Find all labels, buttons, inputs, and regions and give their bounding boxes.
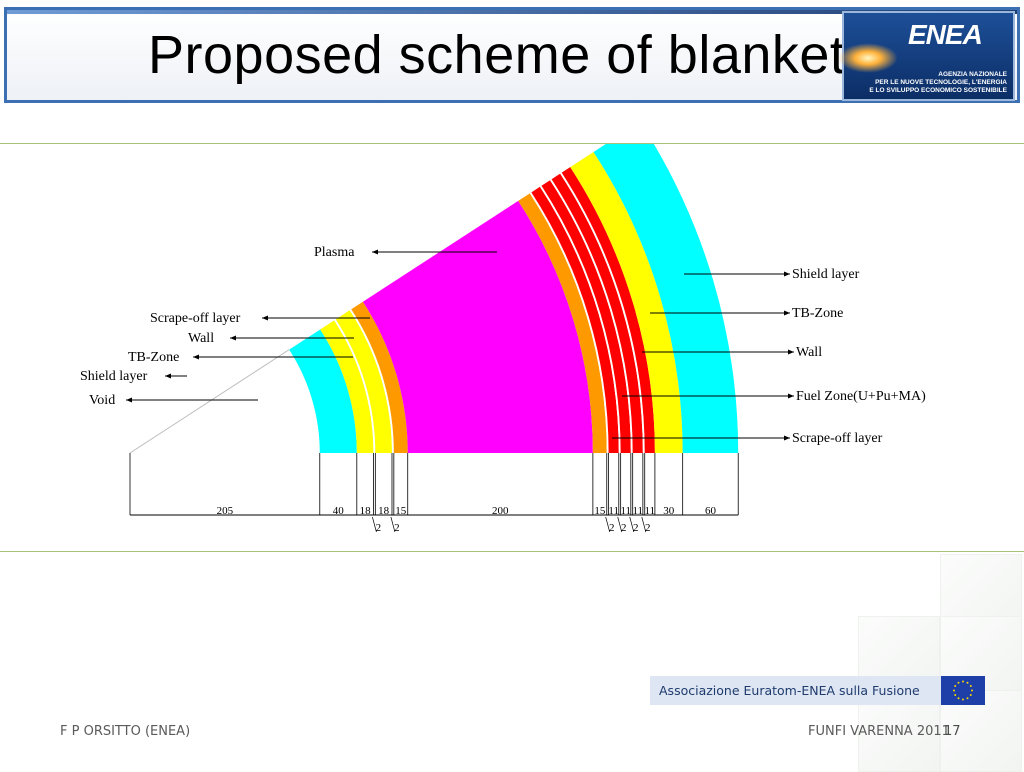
dimension-label: 60: [705, 505, 717, 517]
star-icon: [954, 685, 957, 687]
arrowhead-icon: [165, 373, 171, 379]
layer-fuel-1: [531, 186, 619, 453]
star-icon: [957, 681, 960, 684]
dimension-label: 18: [360, 505, 372, 517]
association-banner: Associazione Euratom-ENEA sulla Fusione: [650, 676, 985, 705]
callout-label: Scrape-off layer: [150, 311, 241, 326]
star-icon: [969, 694, 972, 696]
star-icon: [966, 681, 969, 684]
star-icon: [954, 694, 957, 696]
arrowhead-icon: [784, 435, 790, 441]
callout-label: Plasma: [314, 245, 355, 260]
title-accent-strip: [7, 10, 1017, 14]
arrowhead-icon: [372, 249, 378, 255]
star-icon: [971, 689, 973, 692]
dimension-label: 11: [645, 505, 656, 517]
dimension-label: 15: [395, 505, 407, 517]
logo-flare-icon: [838, 43, 898, 73]
wall-leader: [372, 516, 377, 533]
wall-leader: [605, 516, 611, 533]
enea-logo: ENEA AGENZIA NAZIONALE PER LE NUOVE TECN…: [838, 11, 1015, 101]
wall-leader: [617, 516, 623, 533]
bottom-divider: [0, 551, 1024, 552]
layer-scrape-off-outer: [518, 193, 607, 453]
eu-flag-icon: [941, 676, 985, 705]
dimension-label: 40: [333, 505, 345, 517]
page-number: 17: [944, 724, 961, 739]
logo-agency-line1: AGENZIA NAZIONALE: [938, 71, 1007, 78]
star-icon: [962, 680, 964, 683]
layer-shield-outer: [593, 144, 739, 453]
layer-scrape-off-inner: [351, 301, 408, 453]
star-icon: [969, 685, 972, 687]
layer-shield-inner: [289, 329, 357, 453]
callout-label: TB-Zone: [128, 350, 179, 365]
star-icon: [962, 698, 964, 701]
dimension-label: 11: [608, 505, 619, 517]
logo-agency-line2: PER LE NUOVE TECNOLOGIE, L'ENERGIA: [875, 79, 1007, 86]
layer-tb-zone-inner: [320, 320, 374, 453]
logo-agency-line3: E LO SVILUPPO ECONOMICO SOSTENIBILE: [869, 87, 1007, 94]
callout-label: TB-Zone: [792, 306, 843, 321]
arrowhead-icon: [262, 315, 268, 321]
arrowhead-icon: [784, 271, 790, 277]
dimension-label: 11: [632, 505, 643, 517]
arrowhead-icon: [784, 310, 790, 316]
callout-label: Fuel Zone(U+Pu+MA): [796, 389, 926, 404]
dimension-label: 30: [663, 505, 675, 517]
footer-event: FUNFI VARENNA 2011: [808, 724, 950, 739]
callout-label: Scrape-off layer: [792, 431, 883, 446]
layer-plasma: [362, 200, 593, 453]
layer-tb-zone-outer: [570, 151, 683, 453]
arrowhead-icon: [193, 354, 199, 360]
dimension-label: 200: [492, 505, 509, 517]
arrowhead-icon: [230, 335, 236, 341]
wall-leader: [390, 516, 396, 533]
eu-stars-icon: [953, 680, 973, 701]
wall-thickness-label: 2: [394, 522, 400, 534]
dimension-label: 18: [378, 505, 390, 517]
wall-leader: [629, 516, 635, 533]
layer-arcs: [289, 144, 739, 454]
wall-leader: [641, 516, 647, 533]
dimension-label: 11: [620, 505, 631, 517]
callout-label: Wall: [188, 331, 214, 346]
dimension-label: 15: [594, 505, 606, 517]
arrowhead-icon: [126, 397, 132, 403]
slide-title: Proposed scheme of blanket: [148, 25, 846, 85]
wall-thickness-label: 2: [621, 522, 627, 534]
association-text: Associazione Euratom-ENEA sulla Fusione: [659, 683, 920, 698]
layer-fw-inner: [335, 310, 392, 453]
layer-fuel-4: [561, 167, 655, 453]
top-divider: [0, 143, 1024, 144]
callout-label: Shield layer: [792, 267, 860, 282]
callout-label: Wall: [796, 345, 822, 360]
callout-label: Void: [89, 393, 115, 408]
layer-fuel-2: [541, 180, 631, 453]
star-icon: [957, 697, 960, 700]
arrowhead-icon: [788, 349, 794, 355]
void-boundary-line: [129, 349, 290, 454]
layer-fuel-3: [551, 173, 643, 453]
footer-author: F P ORSITTO (ENEA): [60, 724, 191, 739]
dimension-label: 205: [217, 505, 234, 517]
logo-name: ENEA: [908, 19, 983, 50]
callout-label: Shield layer: [80, 369, 148, 384]
wall-thickness-label: 2: [609, 522, 615, 534]
logo-agency-text: AGENZIA NAZIONALE PER LE NUOVE TECNOLOGI…: [869, 71, 1007, 95]
arrowhead-icon: [788, 393, 794, 399]
star-icon: [953, 689, 955, 692]
wall-thickness-label: 2: [633, 522, 639, 534]
wall-thickness-label: 2: [645, 522, 651, 534]
star-icon: [966, 697, 969, 700]
wall-thickness-label: 2: [376, 522, 382, 534]
